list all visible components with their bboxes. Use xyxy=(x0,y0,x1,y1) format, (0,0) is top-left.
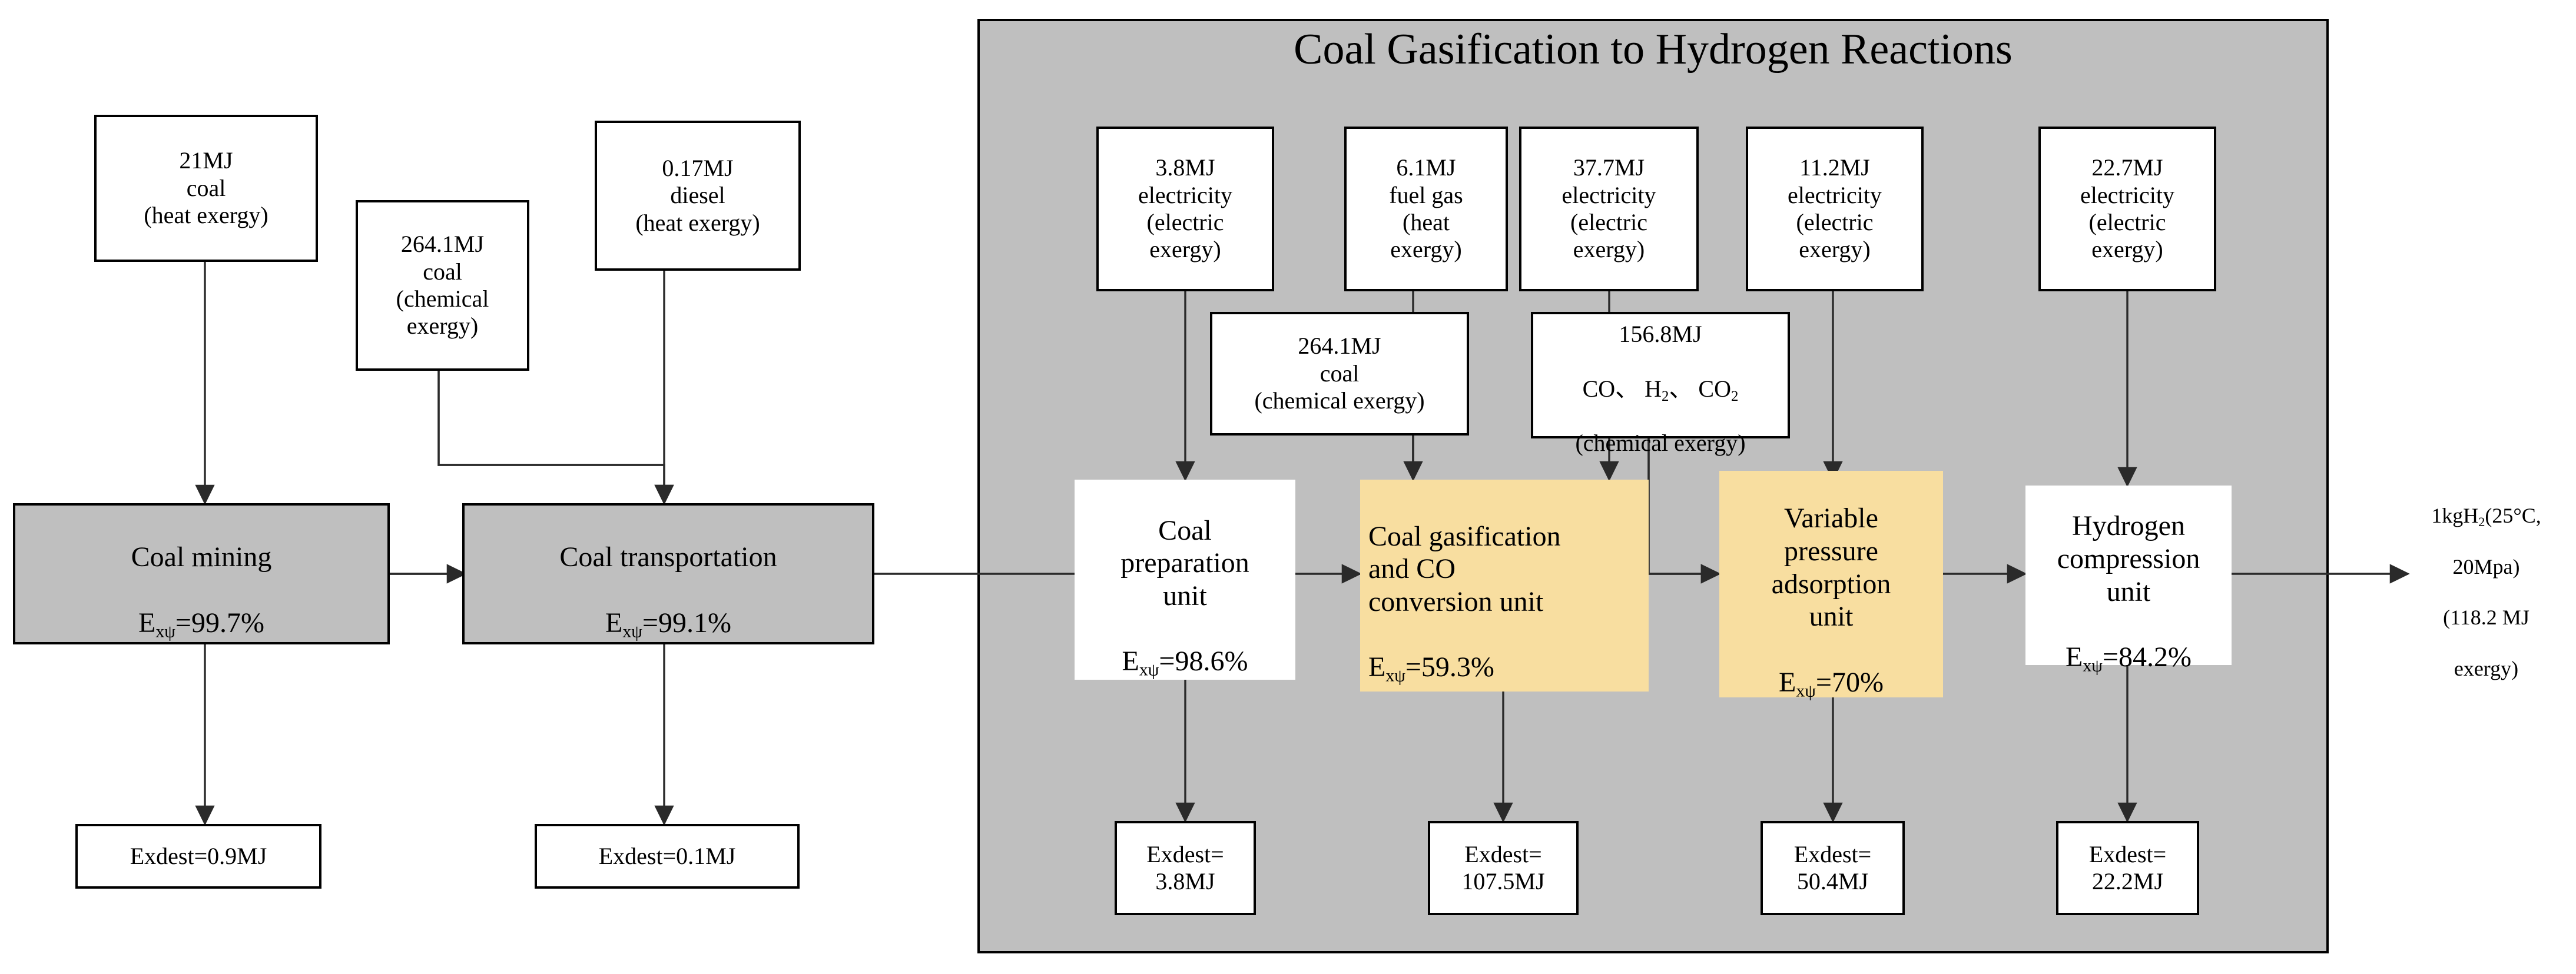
output-pressure: 20Mpa) xyxy=(2452,554,2520,579)
process-coal-gasification-efficiency: Exψ=59.3% xyxy=(1368,651,1494,686)
output-mass-species: 1kgH xyxy=(2431,504,2479,528)
destruction-coal-mining: Exdest=0.9MJ xyxy=(75,824,321,889)
destruction-hydrogen-compression: Exdest= 22.2MJ xyxy=(2056,821,2199,915)
process-vpa-name: Variable pressure adsorption unit xyxy=(1771,503,1891,633)
process-coal-preparation-unit-efficiency: Exψ=98.6% xyxy=(1122,646,1248,680)
process-variable-pressure-adsorption-unit-label: Variable pressure adsorption unit Exψ=70… xyxy=(1719,470,1943,699)
process-vpa-efficiency: Exψ=70% xyxy=(1779,666,1884,701)
input-electricity-11-2: 11.2MJ electricity (electric exergy) xyxy=(1746,127,1924,291)
input-syngas-156-8: 156.8MJ CO、 H2、 CO2 (chemical exergy) xyxy=(1531,312,1790,456)
process-variable-pressure-adsorption-unit[interactable]: Variable pressure adsorption unit Exψ=70… xyxy=(1719,470,1943,699)
process-coal-preparation-unit-label: Coal preparation unit Exψ=98.6% xyxy=(1075,481,1295,680)
input-coal-chemical-exergy-prep-label: 264.1MJ coal (chemical exergy) xyxy=(1254,333,1425,414)
input-electricity-22-7: 22.7MJ electricity (electric exergy) xyxy=(2038,127,2216,291)
process-coal-transportation-name: Coal transportation xyxy=(559,541,777,573)
final-output-text: 1kgH2(25°C, 20Mpa) (118.2 MJ exergy) xyxy=(2431,478,2541,682)
input-fuel-gas-6-1-label: 6.1MJ fuel gas (heat exergy) xyxy=(1389,154,1463,263)
output-exergy-unit: exergy) xyxy=(2454,656,2519,680)
destruction-variable-pressure-adsorption-label: Exdest= 50.4MJ xyxy=(1793,840,1872,895)
syngas-exergy-type: (chemical exergy) xyxy=(1575,430,1746,457)
input-coal-chemical-exergy-mining: 264.1MJ coal (chemical exergy) xyxy=(356,200,529,371)
process-hydrogen-compression-efficiency: Exψ=84.2% xyxy=(2066,641,2192,676)
input-electricity-3-8-label: 3.8MJ electricity (electric exergy) xyxy=(1138,154,1232,263)
input-diesel-heat-exergy-label: 0.17MJ diesel (heat exergy) xyxy=(635,154,760,236)
final-output-label: 1kgH2(25°C, 20Mpa) (118.2 MJ exergy) xyxy=(2399,504,2573,680)
process-coal-transportation[interactable]: Coal transportation Exψ=99.1% xyxy=(462,503,874,644)
process-coal-gasification-name: Coal gasification and CO conversion unit xyxy=(1368,520,1561,617)
process-coal-mining-name: Coal mining xyxy=(131,541,272,573)
input-electricity-22-7-label: 22.7MJ electricity (electric exergy) xyxy=(2080,154,2174,263)
input-fuel-gas-6-1: 6.1MJ fuel gas (heat exergy) xyxy=(1344,127,1508,291)
destruction-coal-gasification: Exdest= 107.5MJ xyxy=(1428,821,1579,915)
process-coal-transportation-label: Coal transportation Exψ=99.1% xyxy=(465,508,872,640)
destruction-coal-preparation-label: Exdest= 3.8MJ xyxy=(1146,840,1224,895)
output-species-subscript: 2 xyxy=(2478,514,2485,530)
process-coal-preparation-unit[interactable]: Coal preparation unit Exψ=98.6% xyxy=(1075,480,1295,680)
syngas-value: 156.8MJ xyxy=(1619,320,1702,347)
input-electricity-3-8: 3.8MJ electricity (electric exergy) xyxy=(1096,127,1274,291)
destruction-variable-pressure-adsorption: Exdest= 50.4MJ xyxy=(1761,821,1905,915)
process-hydrogen-compression-unit[interactable]: Hydrogen compression unit Exψ=84.2% xyxy=(2025,486,2232,674)
input-coal-chemical-exergy-prep: 264.1MJ coal (chemical exergy) xyxy=(1210,312,1469,436)
panel-title: Coal Gasification to Hydrogen Reactions xyxy=(1294,25,2013,74)
destruction-coal-transportation: Exdest=0.1MJ xyxy=(535,824,800,889)
process-coal-mining-label: Coal mining Exψ=99.7% xyxy=(15,508,387,640)
process-coal-gasification-co-conversion-unit-label: Coal gasification and CO conversion unit… xyxy=(1360,487,1649,684)
input-coal-chemical-exergy-mining-label: 264.1MJ coal (chemical exergy) xyxy=(396,231,489,340)
process-coal-transportation-efficiency: Exψ=99.1% xyxy=(605,607,731,641)
destruction-coal-preparation: Exdest= 3.8MJ xyxy=(1115,821,1256,915)
input-coal-heat-exergy-label: 21MJ coal (heat exergy) xyxy=(144,147,268,229)
input-syngas-156-8-label: 156.8MJ CO、 H2、 CO2 (chemical exergy) xyxy=(1575,320,1746,457)
process-coal-mining[interactable]: Coal mining Exψ=99.7% xyxy=(13,503,390,644)
input-electricity-11-2-label: 11.2MJ electricity (electric exergy) xyxy=(1788,154,1882,263)
destruction-coal-mining-label: Exdest=0.9MJ xyxy=(130,842,267,869)
output-exergy-value: (118.2 MJ xyxy=(2443,606,2529,630)
destruction-hydrogen-compression-label: Exdest= 22.2MJ xyxy=(2088,840,2167,895)
input-diesel-heat-exergy: 0.17MJ diesel (heat exergy) xyxy=(595,121,801,271)
destruction-coal-transportation-label: Exdest=0.1MJ xyxy=(598,842,736,869)
output-conditions: (25°C, xyxy=(2485,504,2541,528)
process-coal-mining-efficiency: Exψ=99.7% xyxy=(138,607,264,641)
process-hydrogen-compression-unit-label: Hydrogen compression unit Exψ=84.2% xyxy=(2025,477,2232,676)
destruction-coal-gasification-label: Exdest= 107.5MJ xyxy=(1461,840,1545,895)
input-coal-heat-exergy: 21MJ coal (heat exergy) xyxy=(94,115,318,262)
input-electricity-37-7: 37.7MJ electricity (electric exergy) xyxy=(1519,127,1699,291)
process-coal-preparation-unit-name: Coal preparation unit xyxy=(1120,514,1249,611)
input-electricity-37-7-label: 37.7MJ electricity (electric exergy) xyxy=(1561,154,1656,263)
process-coal-gasification-co-conversion-unit[interactable]: Coal gasification and CO conversion unit… xyxy=(1360,480,1649,692)
process-hydrogen-compression-name: Hydrogen compression unit xyxy=(2057,510,2200,607)
